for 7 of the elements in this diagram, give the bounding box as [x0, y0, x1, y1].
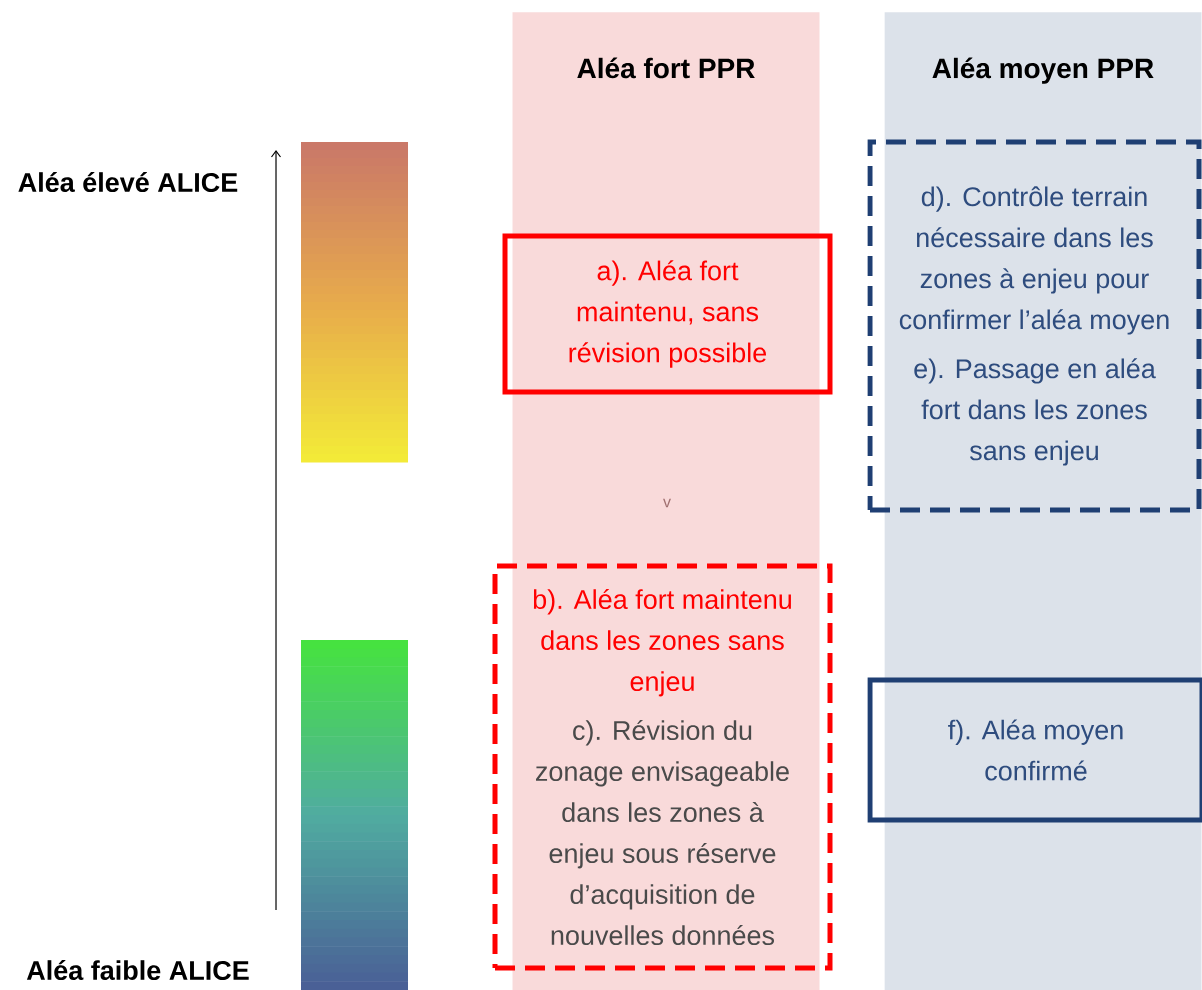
text-box: a). Aléa fort maintenu, sans révision possible	[502, 233, 833, 395]
scale-label: Aléa faible ALICE	[26, 959, 249, 981]
scale-label: Aléa élevé ALICE	[18, 171, 238, 193]
dashed-box: b). Aléa fort maintenu dans les zones sans enjeu c). Révision du zonage envisageable dans les zones à enjeu sous réserve d’acquisition de nouvelles données	[492, 563, 833, 971]
mark-text: v	[663, 498, 671, 508]
text-box: f). Aléa moyen confirmé	[867, 677, 1202, 823]
dashed-box: d). Contrôle terrain nécessaire dans les zones à enjeu pour confirmer l’aléa moyen e). Passage en aléa fort dans les zones sans enjeu	[867, 139, 1202, 513]
